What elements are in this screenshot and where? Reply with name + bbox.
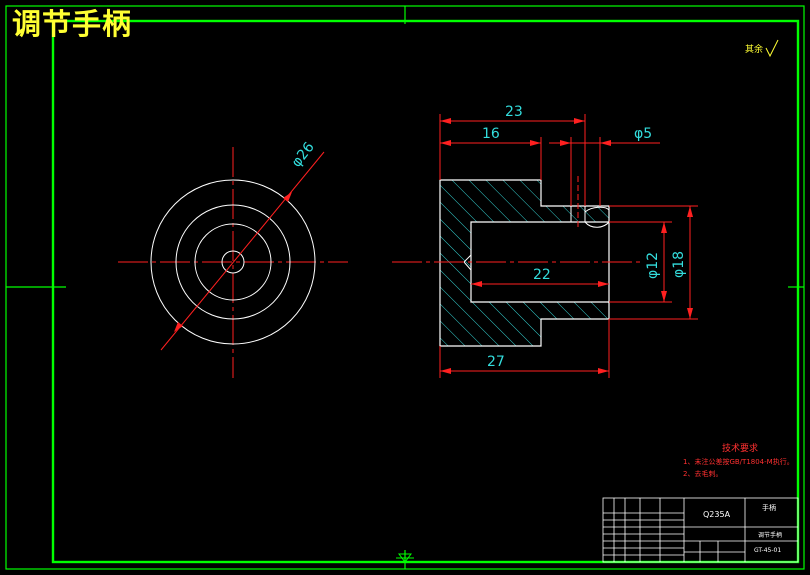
dim-22-arrow-right bbox=[598, 281, 609, 287]
front-diameter-arrow-a bbox=[283, 192, 292, 202]
dim-27-arrow-left bbox=[440, 368, 451, 374]
section-view: 23 16 φ5 22 27 φ12 bbox=[392, 104, 698, 378]
title-block-drawing-number: GT-45-01 bbox=[754, 547, 782, 554]
dim-27-arrow-right bbox=[598, 368, 609, 374]
dim-18-arrow-bottom bbox=[687, 308, 693, 319]
title-block-drawing-name: 调节手柄 bbox=[758, 532, 783, 539]
front-circle-3 bbox=[194, 223, 272, 301]
front-circle-outer bbox=[150, 179, 316, 345]
dim-12-arrow-top bbox=[661, 222, 667, 233]
front-circle-2 bbox=[175, 204, 291, 320]
front-diameter-leader bbox=[160, 151, 325, 351]
dim-23-arrow-right bbox=[574, 118, 585, 124]
section-hatch-bottom bbox=[440, 284, 609, 346]
front-view: φ26 bbox=[118, 139, 348, 378]
title-block-material: Q235A bbox=[703, 510, 731, 519]
tech-requirements-heading: 技术要求 bbox=[722, 444, 759, 454]
dim-23-arrow-left bbox=[440, 118, 451, 124]
dim-12-arrow-bottom bbox=[661, 291, 667, 302]
dim-16-label: 16 bbox=[482, 126, 500, 142]
dim-16-arrow-right bbox=[530, 140, 541, 146]
drawing-title: 调节手柄 bbox=[12, 7, 133, 41]
dim-22-label: 22 bbox=[533, 267, 551, 283]
surface-finish-note: 其余 bbox=[745, 45, 764, 55]
dim-22-arrow-left bbox=[471, 281, 482, 287]
title-block-lines bbox=[602, 497, 799, 563]
dim-12-label: φ12 bbox=[645, 252, 661, 279]
section-hatch-top bbox=[440, 180, 609, 284]
tech-requirement-1: 1、未注公差按GB/T1804-M执行。 bbox=[683, 458, 794, 466]
surface-finish-symbol bbox=[765, 39, 779, 58]
title-block-part-name: 手柄 bbox=[762, 504, 776, 512]
dim-5-label: φ5 bbox=[634, 126, 652, 142]
dim-5-arrow-b bbox=[600, 140, 611, 146]
tech-requirement-2: 2、去毛刺。 bbox=[683, 470, 723, 478]
projection-symbol bbox=[396, 553, 414, 563]
section-cross-hole-lower bbox=[584, 221, 610, 228]
dim-5-arrow-a bbox=[560, 140, 571, 146]
dim-16-arrow-left bbox=[440, 140, 451, 146]
dim-18-arrow-top bbox=[687, 206, 693, 217]
section-cross-hole bbox=[570, 206, 610, 222]
inner-border bbox=[51, 19, 800, 564]
outer-border bbox=[5, 5, 805, 570]
dim-27-label: 27 bbox=[487, 354, 505, 370]
dim-23-label: 23 bbox=[505, 104, 523, 120]
front-diameter-arrow-b bbox=[174, 322, 183, 332]
front-diameter-label: φ26 bbox=[289, 139, 318, 170]
dim-18-label: φ18 bbox=[671, 251, 687, 278]
front-circle-inner bbox=[221, 250, 245, 274]
